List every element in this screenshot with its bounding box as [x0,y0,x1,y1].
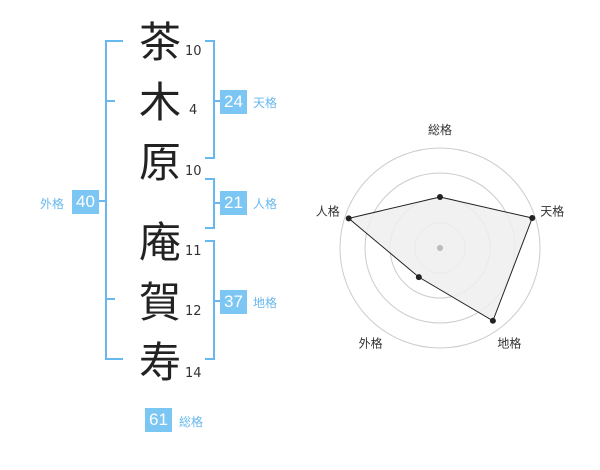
tenkaku-value: 24 [220,90,247,114]
stroke-count-1: 10 [185,44,202,59]
name-char-2: 木 [138,78,181,127]
chikaku-value: 37 [220,290,247,314]
stroke-count-2: 4 [189,103,198,118]
radar-axis-label-3: 地格 [497,335,521,350]
gaikaku-label: 外格 [40,197,65,211]
name-char-1: 茶 [138,18,181,67]
radar-axis-label-2: 天格 [540,204,564,219]
jinkaku-value: 21 [220,191,247,215]
name-char-3: 原 [138,138,181,187]
stroke-count-5: 12 [185,304,202,319]
radar-point-3 [489,317,496,324]
radar-point-1 [437,194,443,200]
name-char-4: 庵 [138,218,181,267]
radar-axis-label-5: 人格 [316,204,340,219]
stroke-count-6: 14 [185,366,202,381]
name-char-5: 賀 [138,278,181,327]
chikaku-label: 地格 [253,296,278,310]
radar-point-2 [529,215,536,222]
radar-grid-ring [339,147,541,349]
soukaku-label: 総格 [179,415,204,429]
stroke-count-3: 10 [185,164,202,179]
radar-value-polygon [347,196,533,322]
gaikaku-value: 40 [72,190,99,214]
stroke-count-4: 11 [185,244,202,259]
soukaku-value: 61 [145,408,172,432]
tenkaku-label: 天格 [253,96,278,110]
jinkaku-label: 人格 [253,197,278,211]
name-char-6: 寿 [138,338,181,387]
radar-axis-label-4: 外格 [359,335,383,350]
radar-point-5 [345,215,352,222]
radar-point-4 [415,274,422,281]
radar-axis-label-1: 総格 [428,122,452,137]
radar-center-dot [437,245,443,251]
